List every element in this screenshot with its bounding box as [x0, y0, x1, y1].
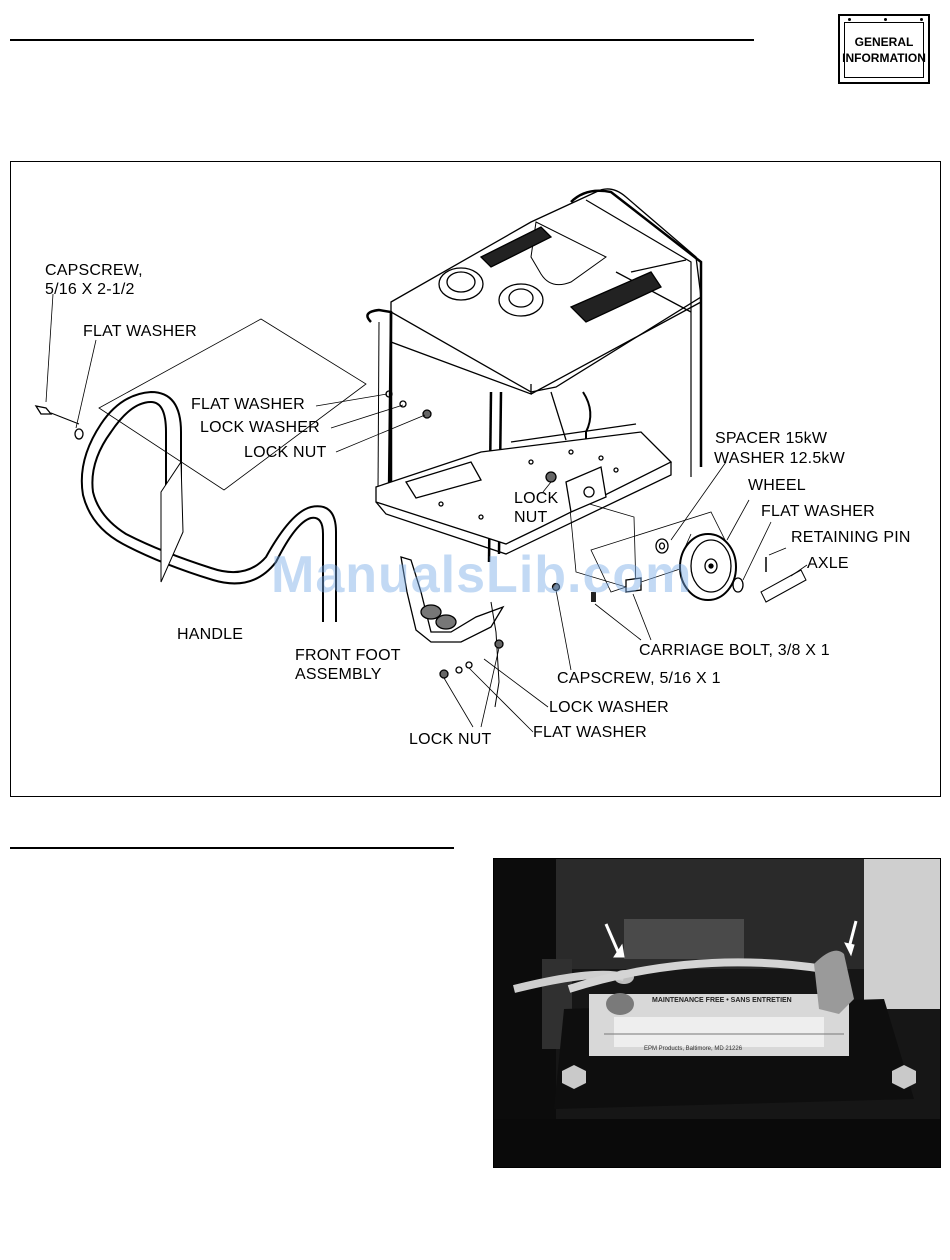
watermark: ManualsLib.com [271, 546, 693, 604]
spacer [655, 538, 669, 554]
carriage-bolt-2 [591, 592, 596, 602]
label-washer-12: WASHER 12.5kW [714, 450, 845, 467]
label-handle: HANDLE [177, 626, 244, 643]
handle [91, 400, 337, 622]
frame-tube [366, 308, 393, 493]
label-axle: AXLE [807, 555, 849, 572]
flat-washer-foot [465, 661, 473, 669]
label-capscrew-long-2: 5/16 X 2-1/2 [45, 281, 135, 298]
label-flat-washer-handle: FLAT WASHER [83, 323, 197, 340]
tab-rivet [920, 18, 923, 21]
label-lock-washer-foot: LOCK WASHER [549, 699, 669, 716]
arrow-icon [604, 923, 625, 958]
lock-nut-axle [545, 471, 557, 483]
label-lock-nut-frame: LOCK NUT [244, 444, 327, 461]
section-tab-inner: GENERAL INFORMATION [842, 22, 926, 78]
label-carriage-bolt: CARRIAGE BOLT, 3/8 X 1 [639, 642, 830, 659]
flat-washer-handle [74, 428, 84, 440]
carriage-bolt [625, 577, 642, 593]
label-front-foot-2: ASSEMBLY [295, 666, 382, 683]
axle [760, 569, 807, 603]
section-tab-title-line2: INFORMATION [842, 51, 926, 65]
lock-nut-foot [439, 669, 449, 679]
battery-maker-text: EPM Products, Baltimore, MD 21226 [644, 1046, 743, 1052]
label-flat-washer-wheel: FLAT WASHER [761, 503, 875, 520]
label-lock-nut-foot: LOCK NUT [409, 731, 492, 748]
capscrew-long [34, 405, 53, 415]
flat-washer-wheel [732, 577, 744, 593]
label-flat-washer-foot: FLAT WASHER [533, 724, 647, 741]
lock-nut-frame [422, 409, 432, 419]
label-wheel: WHEEL [748, 477, 806, 494]
header-rule [10, 39, 754, 41]
label-lock-nut-axle-2: NUT [514, 509, 548, 526]
battery-label-text: MAINTENANCE FREE • SANS ENTRETIEN [652, 997, 792, 1004]
assembly-drawing [34, 188, 808, 733]
lock-nut-foot-upper [494, 639, 504, 649]
section-tab: GENERAL INFORMATION [838, 14, 930, 84]
assembly-figure: ManualsLib.com CAPSCREW, 5/16 X 2-1/2 FL… [10, 161, 941, 797]
label-capscrew-long-1: CAPSCREW, [45, 262, 143, 279]
label-flat-washer-frame: FLAT WASHER [191, 396, 305, 413]
battery-photo-drawing [494, 859, 940, 1167]
lock-washer-frame [399, 400, 407, 408]
handle-plane [98, 318, 367, 491]
label-lock-washer-frame: LOCK WASHER [200, 419, 320, 436]
label-capscrew-short: CAPSCREW, 5/16 X 1 [557, 670, 721, 687]
section-rule [10, 847, 454, 849]
tab-rivet [848, 18, 851, 21]
axle-bracket [565, 466, 607, 513]
label-retaining-pin: RETAINING PIN [791, 529, 911, 546]
battery-photo: MAINTENANCE FREE • SANS ENTRETIEN EPM Pr… [493, 858, 941, 1168]
lock-washer-foot [455, 666, 463, 674]
section-tab-title-line1: GENERAL [854, 35, 914, 49]
label-front-foot-1: FRONT FOOT [295, 647, 401, 664]
fuel-cap [438, 267, 484, 301]
label-lock-nut-axle-1: LOCK [514, 490, 559, 507]
front-foot-assembly [400, 556, 505, 643]
arrow-icon-2 [844, 920, 858, 957]
terminal-boot [814, 950, 854, 1014]
label-spacer: SPACER 15kW [715, 430, 828, 447]
tab-rivet [884, 18, 887, 21]
